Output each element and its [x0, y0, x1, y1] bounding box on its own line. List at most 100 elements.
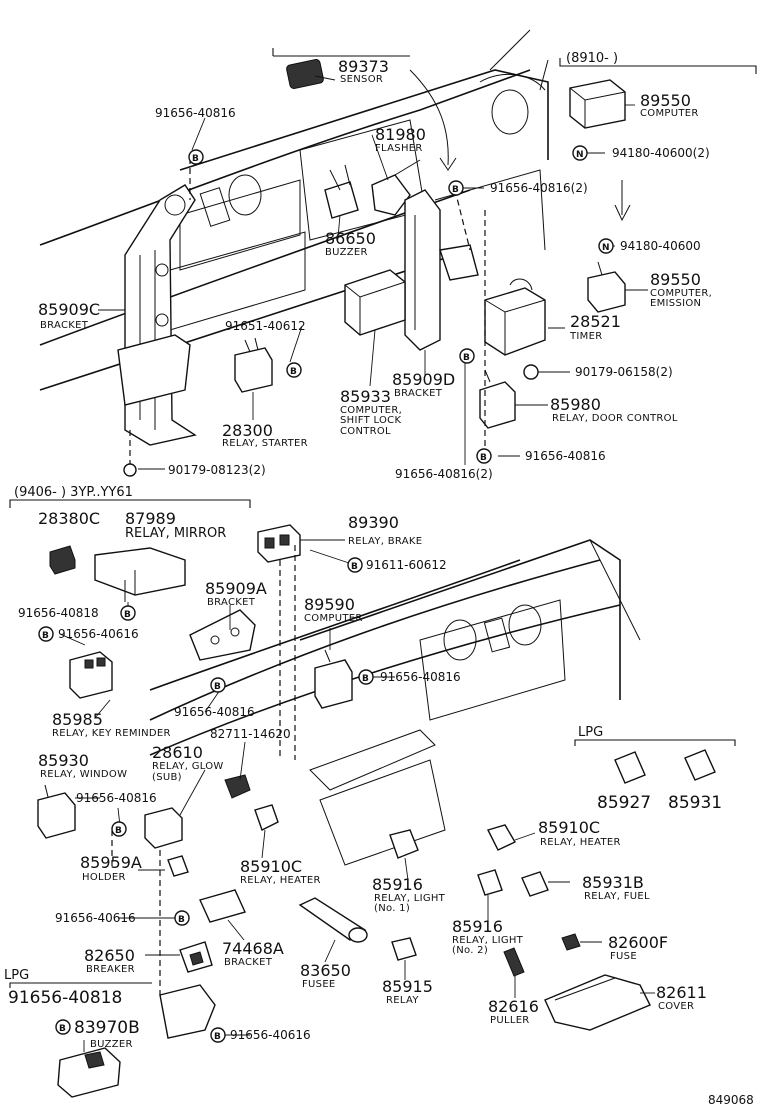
desc-28521: TIMER [569, 331, 602, 342]
desc-85909c: BRACKET [40, 320, 89, 331]
label-94180-40600-2: 94180-40600(2) [612, 146, 710, 160]
label-91656-40816-e: 91656-40816 [76, 791, 157, 805]
label-89590: 89590 [304, 595, 355, 614]
label-82711-14620: 82711-14620 [210, 727, 291, 741]
label-85916-2: 85916 [452, 917, 503, 936]
fastener-symbols: B B B B B N N B B B B B B B B B [38, 145, 614, 1043]
label-85927: 85927 [597, 793, 651, 813]
desc-85909a: BRACKET [207, 597, 256, 608]
upper-dashed-leaders [129, 158, 486, 468]
svg-text:B: B [463, 353, 470, 363]
label-91656-40616-c: 91656-40616 [230, 1028, 311, 1042]
leader-lines [59, 75, 655, 1052]
desc-85933-1: COMPUTER, [340, 405, 402, 416]
label-91656-40816-d: 91656-40816 [174, 705, 255, 719]
bolt-symbol: B [210, 677, 226, 693]
svg-text:B: B [351, 562, 358, 572]
desc-89550-emission-1: COMPUTER, [650, 288, 712, 299]
fusee-83650-drawing [298, 897, 368, 943]
svg-text:B: B [214, 682, 221, 692]
desc-85916-2a: RELAY, LIGHT [452, 935, 524, 946]
bolt-symbol: B [174, 910, 190, 926]
section-captions: (8910- ) (9406- ) 3YP..YY61 LPG LPG 8490… [4, 51, 754, 1107]
bolt-symbol: B [286, 362, 302, 378]
label-89373: 89373 [338, 57, 389, 76]
label-28521: 28521 [570, 312, 621, 331]
relay-87989-drawing [94, 547, 186, 602]
relay-28380c-drawing [49, 545, 76, 575]
svg-text:B: B [42, 631, 49, 641]
label-85909d: 85909D [392, 370, 455, 389]
label-82616: 82616 [488, 997, 539, 1016]
lpg-bracket-drawing [159, 984, 216, 1039]
desc-85916-1b: (No. 1) [374, 903, 410, 914]
bracket-85909d-drawing [404, 189, 479, 351]
desc-82611: COVER [658, 1001, 694, 1012]
bolt-symbol: B [347, 557, 363, 573]
svg-text:N: N [576, 150, 584, 160]
desc-89590: COMPUTER [304, 613, 363, 624]
cover-82611-drawing [544, 974, 651, 1031]
svg-text:B: B [362, 674, 369, 684]
top-right-range: (8910- ) [566, 51, 618, 66]
bolt-symbol: B [38, 626, 54, 642]
label-87989: 87989 [125, 509, 176, 528]
label-82611: 82611 [656, 983, 707, 1002]
desc-81980: FLASHER [375, 143, 423, 154]
label-85930: 85930 [38, 751, 89, 770]
label-89390: 89390 [348, 513, 399, 532]
nut-symbol: N [598, 238, 614, 254]
relay-85985-drawing [69, 651, 113, 699]
label-85909a: 85909A [205, 579, 267, 598]
mid-left-range: (9406- ) 3YP..YY61 [14, 485, 133, 500]
bracket-85909a-drawing [189, 609, 256, 661]
timer-28521-drawing [484, 278, 546, 356]
svg-text:B: B [452, 185, 459, 195]
bolt-symbol: B [448, 180, 464, 196]
computer-89590-drawing [314, 649, 353, 709]
svg-text:B: B [192, 154, 199, 164]
label-91656-40816-c: 91656-40816 [380, 670, 461, 684]
part-labels: 89373 SENSOR 91656-40816 81980 FLASHER 9… [8, 57, 722, 1050]
svg-text:B: B [290, 367, 297, 377]
buzzer-86650-drawing [324, 164, 359, 219]
label-85915: 85915 [382, 977, 433, 996]
label-85909c: 85909C [38, 300, 100, 319]
desc-85959a: HOLDER [82, 872, 126, 883]
label-28610: 28610 [152, 743, 203, 762]
desc-85915: RELAY [386, 995, 419, 1006]
desc-82616: PULLER [490, 1015, 530, 1026]
svg-text:B: B [178, 915, 185, 925]
relay-85980-drawing [479, 369, 516, 429]
bracket-85909c-drawing [117, 184, 197, 446]
sensor-89373-drawing [286, 58, 324, 90]
desc-85910c-a: RELAY, HEATER [540, 837, 621, 848]
bolt-symbol: B [476, 448, 492, 464]
label-85980: 85980 [550, 395, 601, 414]
bolt-symbol: B [120, 605, 136, 621]
diagram-code: 849068 [708, 1093, 754, 1107]
nut-symbol: N [572, 145, 588, 161]
relay-85927-drawing [614, 751, 646, 784]
lower-dashboard-panel [149, 539, 641, 866]
desc-85909d: BRACKET [394, 388, 443, 399]
label-91656-40816-b: 91656-40816 [525, 449, 606, 463]
computer-89550-top-drawing [569, 79, 626, 129]
desc-28610-2: (SUB) [152, 772, 182, 783]
desc-28300: RELAY, STARTER [222, 438, 308, 449]
desc-82600f: FUSE [610, 951, 637, 962]
label-89550-top: 89550 [640, 91, 691, 110]
label-85931b: 85931B [582, 873, 644, 892]
desc-87989: RELAY, MIRROR [125, 526, 226, 541]
bolt-symbol: B [111, 821, 127, 837]
relay-89390-drawing [257, 524, 301, 563]
relay-85930-drawing [37, 784, 76, 839]
label-28300: 28300 [222, 421, 273, 440]
label-85910c-b: 85910C [240, 857, 302, 876]
label-91656-40816-b2: 91656-40816(2) [395, 467, 493, 481]
fuse-82600f-drawing [561, 933, 581, 951]
bolt-symbol: B [188, 149, 204, 165]
label-91651-40612: 91651-40612 [225, 319, 306, 333]
label-86650: 86650 [325, 229, 376, 248]
